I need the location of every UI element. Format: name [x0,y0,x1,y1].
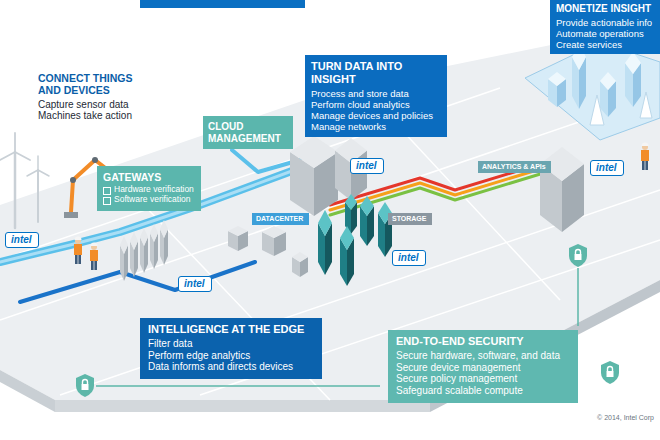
box-text: Perform edge analytics [148,350,250,362]
box-text: Secure device management [396,362,521,374]
logo-badge: intel [350,158,384,174]
box-heading: INTELLIGENCE AT THE EDGE [148,323,304,336]
box-heading: GATEWAYS [103,171,161,183]
storage-racks [318,194,392,286]
section-tag: ANALYTICS & APIs [478,161,551,173]
box-text: Secure policy management [396,373,517,385]
box-text: Provide actionable info [556,17,652,28]
box-heading: TURN DATA INTO INSIGHT [311,60,441,86]
logo-badge: intel [178,276,212,292]
box-text: Filter data [148,338,192,350]
section-tag: DATACENTER [252,213,309,225]
logo-badge: intel [5,232,39,248]
box-heading: ANALYTICS & APIs [482,163,546,171]
box-text: Machines take action [38,110,132,122]
stage-box: CONNECT THINGS AND DEVICES Capture sensor… [32,68,150,126]
server-building [540,147,584,232]
box-text: Secure hardware, software, and data [396,350,560,362]
stage-box: MONETIZE INSIGHT Provide actionable infoA… [550,0,660,54]
box-heading: STORAGE [392,215,427,223]
box-text: Create services [556,39,622,50]
box-heading: END-TO-END SECURITY [396,335,524,348]
box-text: Process and store data [311,88,409,99]
box-text: Safeguard scalable compute [396,385,523,397]
city-block [525,42,660,140]
stage-box: INTELLIGENCE AT THE EDGE Filter dataPerfo… [140,318,322,379]
data-pipeline [0,150,560,302]
box-text: Manage devices and policies [311,110,433,121]
copyright-note: © 2014, Intel Corp [597,414,654,421]
box-heading: intel [596,162,617,174]
workers [74,143,649,271]
box-heading: intel [398,252,419,264]
security-links [96,268,578,386]
box-text: Software verification [103,195,191,205]
stage-box: GATEWAYS Hardware verificationSoftware ve… [97,166,201,211]
box-heading: intel [11,234,32,246]
box-heading: DATACENTER [256,215,303,223]
cropped-banner [140,0,305,8]
box-heading: CLOUD MANAGEMENT [208,121,288,144]
box-text: Data informs and directs devices [148,361,293,373]
wind-turbines [0,133,49,228]
box-text: Manage networks [311,121,386,132]
box-text: Capture sensor data [38,99,129,111]
logo-badge: intel [590,160,624,176]
stage-box: CLOUD MANAGEMENT [203,116,293,149]
stage-box: TURN DATA INTO INSIGHT Process and store … [305,55,447,137]
box-heading: intel [184,278,205,290]
stage-box: END-TO-END SECURITY Secure hardware, soft… [388,330,578,403]
gateway-racks [120,220,168,281]
box-text: Hardware verification [103,185,194,195]
box-heading: intel [356,160,377,172]
box-heading: MONETIZE INSIGHT [556,3,651,15]
section-tag: STORAGE [388,213,432,225]
box-text: Perform cloud analytics [311,99,410,110]
box-text: Automate operations [556,28,644,39]
platform [0,35,660,412]
logo-badge: intel [392,250,426,266]
box-heading: CONNECT THINGS AND DEVICES [38,72,144,97]
